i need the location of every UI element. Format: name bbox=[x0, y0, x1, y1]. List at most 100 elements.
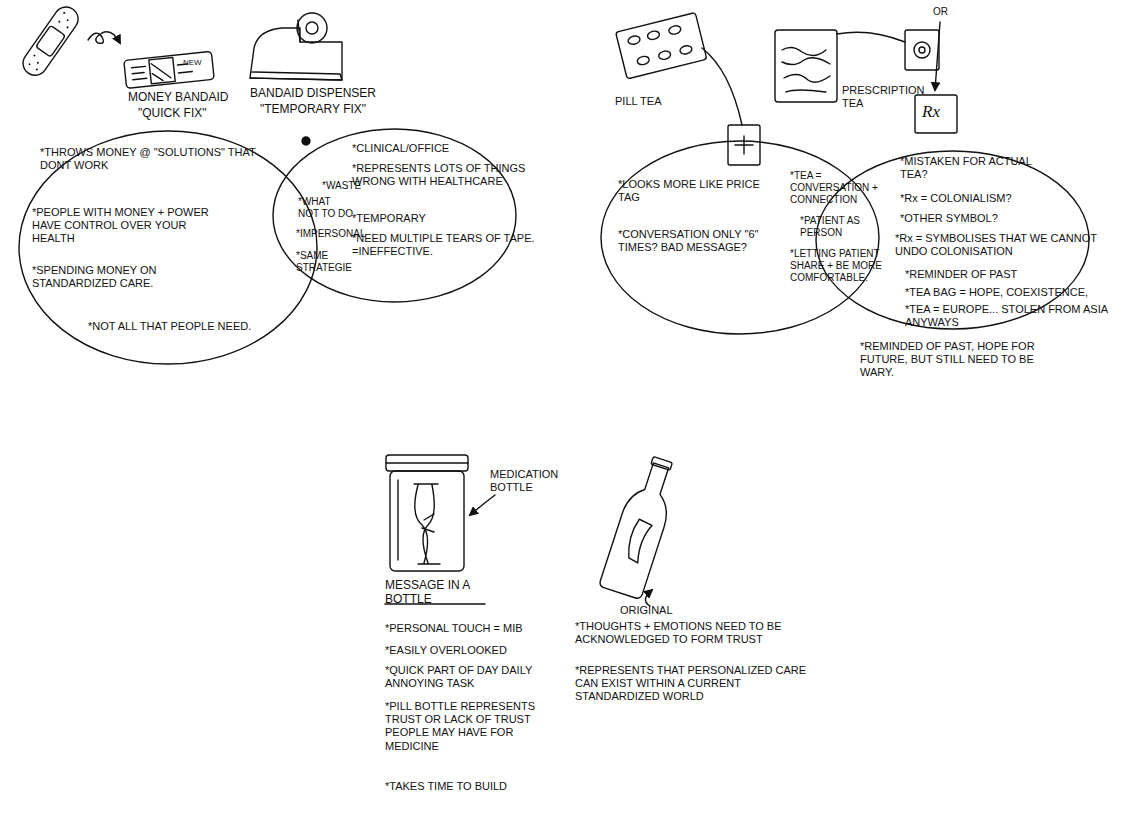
dot bbox=[66, 26, 69, 29]
sketch-label: *PILL BOTTLE REPRESENTS TRUST OR LACK OF… bbox=[385, 700, 550, 753]
note-text: *TEA = EUROPE... STOLEN FROM ASIA ANYWAY… bbox=[905, 303, 1125, 329]
cap-ridge bbox=[386, 462, 468, 463]
bandaid-pad bbox=[36, 25, 66, 57]
pill bbox=[627, 35, 641, 46]
scroll-inside bbox=[624, 518, 653, 563]
note-text: *REPRESENTS LOTS OF THINGS WRONG WITH HE… bbox=[352, 162, 552, 188]
dot bbox=[28, 63, 31, 66]
tape-core bbox=[306, 22, 318, 34]
rx-box bbox=[915, 95, 957, 133]
sketch-label: Rx bbox=[922, 102, 956, 122]
bandaid-dots bbox=[27, 12, 74, 72]
sketch-label: NEW bbox=[183, 58, 223, 68]
sketch-label: "TEMPORARY FIX" bbox=[260, 102, 400, 116]
sketch-label: ORIGINAL bbox=[620, 604, 710, 617]
note-text: *NOT ALL THAT PEOPLE NEED. bbox=[88, 320, 258, 333]
dot bbox=[58, 20, 61, 23]
sketch-label: MESSAGE IN A BOTTLE bbox=[385, 578, 500, 607]
sketch-label: *PERSONAL TOUCH = MIB bbox=[385, 622, 545, 635]
sketch-label: *QUICK PART OF DAY DAILY ANNOYING TASK bbox=[385, 664, 535, 690]
bill-pad bbox=[149, 57, 175, 83]
note-text: *LOOKS MORE LIKE PRICE TAG bbox=[618, 178, 778, 204]
pill bbox=[647, 30, 661, 41]
leader-arrow bbox=[470, 495, 495, 515]
sketch-label: *PATIENT AS PERSON bbox=[800, 215, 880, 239]
bill-hatching bbox=[151, 62, 171, 82]
circle-outline bbox=[273, 129, 516, 302]
dot bbox=[66, 19, 69, 22]
tag-emblem-center bbox=[919, 47, 925, 53]
pill bbox=[668, 25, 682, 36]
tea-string bbox=[702, 48, 742, 125]
bill-outline bbox=[124, 51, 214, 88]
pen-dot bbox=[302, 137, 310, 145]
bottle-shine bbox=[397, 480, 398, 560]
cross-symbol bbox=[735, 136, 753, 154]
tea-leaves-scribble bbox=[782, 47, 830, 92]
leader-arrow bbox=[645, 590, 652, 606]
circle-outline bbox=[19, 131, 317, 364]
sketch-label: *WASTE bbox=[322, 180, 377, 192]
note-text: *OTHER SYMBOL? bbox=[900, 212, 1030, 225]
money-bandaid-drawing bbox=[124, 51, 214, 88]
bottle-outline bbox=[599, 459, 682, 600]
note-text: *SPENDING MONEY ON STANDARDIZED CARE. bbox=[32, 264, 182, 290]
sketch-label: PILL TEA bbox=[615, 95, 705, 108]
sketch-label: "QUICK FIX" bbox=[138, 106, 258, 120]
sketch-label: MEDICATION BOTTLE bbox=[490, 468, 575, 494]
sketch-label: *REPRESENTS THAT PERSONALIZED CARE CAN E… bbox=[575, 664, 825, 704]
dispenser-body bbox=[250, 28, 342, 80]
sketch-label: *TEA = CONVERSATION + CONNECTION bbox=[790, 170, 890, 206]
bottle-cap bbox=[386, 455, 468, 471]
note-text: *Rx = SYMBOLISES THAT WE CANNOT UNDO COL… bbox=[895, 232, 1105, 258]
scroll-ribbon bbox=[422, 514, 434, 532]
sketch-label: *THOUGHTS + EMOTIONS NEED TO BE ACKNOWLE… bbox=[575, 620, 805, 646]
dispenser-drawing bbox=[250, 13, 342, 80]
tea-tag bbox=[728, 125, 760, 165]
note-text: *REMINDED OF PAST, HOPE FOR FUTURE, BUT … bbox=[860, 340, 1060, 380]
tea-bag bbox=[775, 30, 837, 102]
scroll-inside bbox=[414, 484, 440, 564]
dot bbox=[33, 54, 36, 57]
bottle-body bbox=[390, 471, 464, 571]
sketch-label: MONEY BANDAID bbox=[128, 90, 258, 104]
dot bbox=[35, 68, 38, 71]
venn-circle: *THROWS MONEY @ "SOLUTIONS" THAT DONT WO… bbox=[18, 130, 318, 365]
original-bottle-drawing bbox=[599, 453, 684, 600]
cork bbox=[651, 457, 672, 471]
bandaid-drawing bbox=[18, 2, 82, 80]
circle-outline bbox=[601, 141, 879, 334]
or-arrow bbox=[935, 22, 940, 90]
tape-strip bbox=[298, 20, 300, 42]
pill-tea-drawing bbox=[616, 13, 760, 165]
pill bbox=[658, 50, 672, 61]
pill bbox=[636, 55, 650, 66]
blister-outline bbox=[616, 13, 707, 79]
tag-emblem bbox=[914, 42, 930, 58]
sketch-label: *TAKES TIME TO BUILD bbox=[385, 780, 550, 793]
sketch-label: *EASILY OVERLOOKED bbox=[385, 644, 545, 657]
note-text: *Rx = COLONIALISM? bbox=[900, 192, 1050, 205]
blister-pack bbox=[616, 13, 707, 79]
prescription-tea-drawing bbox=[775, 22, 957, 133]
dispenser-base bbox=[250, 72, 342, 80]
note-text: *TEA BAG = HOPE, COEXISTENCE, bbox=[905, 286, 1135, 299]
note-text: *THROWS MONEY @ "SOLUTIONS" THAT DONT WO… bbox=[40, 146, 270, 172]
sketch-label: OR bbox=[933, 6, 963, 18]
dot bbox=[36, 61, 39, 64]
note-text: *CONVERSATION ONLY "6" TIMES? BAD MESSAG… bbox=[618, 228, 768, 254]
note-text: *NEED MULTIPLE TEARS OF TAPE. =INEFFECTI… bbox=[352, 232, 562, 258]
pill bbox=[679, 45, 693, 56]
sketch-label: *LETTING PATIENT SHARE + BE MORE COMFORT… bbox=[790, 248, 885, 284]
tea-string bbox=[837, 32, 905, 42]
note-text: *MISTAKEN FOR ACTUAL TEA? bbox=[900, 155, 1050, 181]
sketch-label: *IMPERSONAL bbox=[296, 228, 371, 240]
sketch-label: *WHAT NOT TO DO bbox=[298, 196, 353, 220]
note-text: *REMINDER OF PAST bbox=[905, 268, 1045, 281]
bandaid-strip bbox=[18, 2, 82, 80]
sketch-label: *SAME STRATEGIE bbox=[296, 250, 356, 274]
tape-roll bbox=[297, 13, 327, 43]
note-text: *TEMPORARY bbox=[352, 212, 472, 225]
venn-circle: *MISTAKEN FOR ACTUAL TEA? *Rx = COLONIALI… bbox=[815, 150, 1090, 330]
